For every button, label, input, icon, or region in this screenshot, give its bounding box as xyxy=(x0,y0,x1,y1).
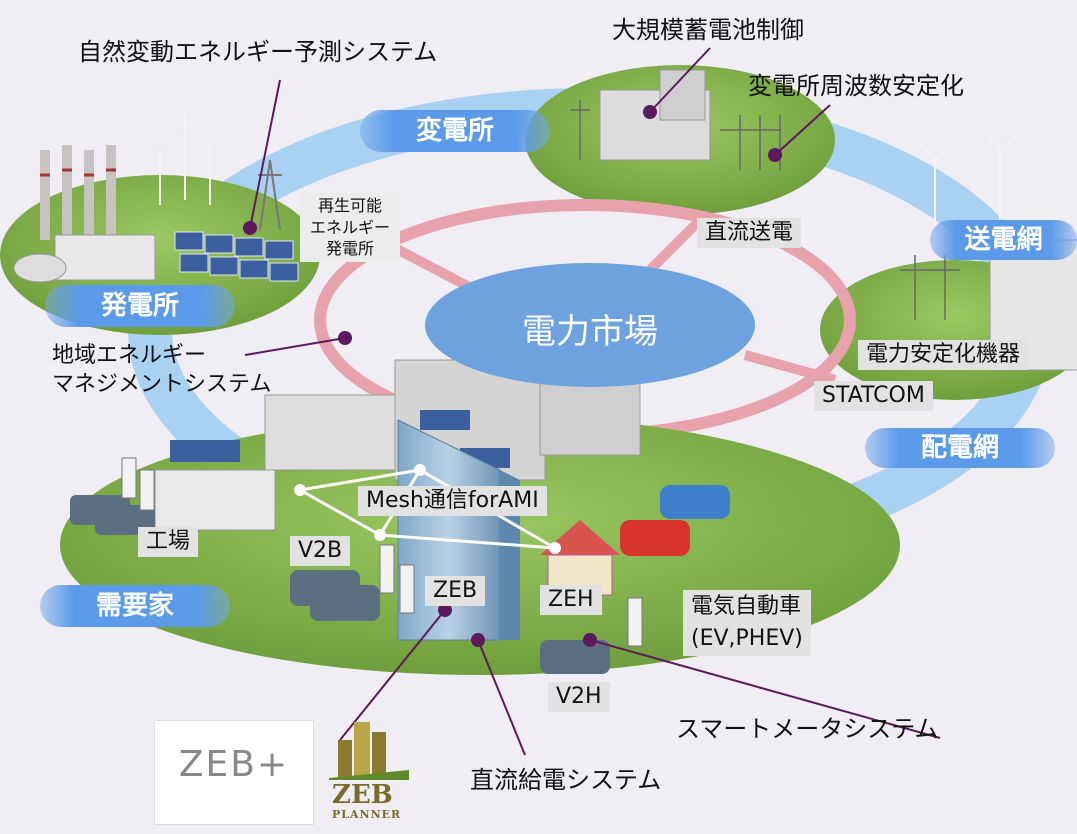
box-renewable-line3: 発電所 xyxy=(325,239,374,259)
label-smart-meter: スマートメータシステム xyxy=(676,715,939,743)
consumer-island xyxy=(60,359,900,675)
pill-transmission: 送電網 xyxy=(930,220,1077,260)
zeb-plus-logo-text: ZEB+ xyxy=(178,744,290,785)
leader-lines xyxy=(244,47,941,756)
zeb-planner-line1: ZEB xyxy=(332,780,393,810)
label-battery-control: 大規模蓄電池制御 xyxy=(612,16,804,44)
box-statcom: STATCOM xyxy=(814,381,933,411)
zeb-planner-line2: PLANNER xyxy=(332,808,402,821)
box-ev-line1: 電気自動車 xyxy=(691,594,802,619)
box-mesh: Mesh通信forAMI xyxy=(358,486,547,516)
box-v2b: V2B xyxy=(290,536,351,566)
pill-power-plant: 発電所 xyxy=(45,285,235,327)
box-renewable-line2: エネルギー xyxy=(309,217,390,237)
box-factory: 工場 xyxy=(138,527,199,557)
pill-substation: 変電所 xyxy=(360,110,550,152)
label-regional-ems-2: マネジメントシステム xyxy=(52,372,272,397)
box-zeh: ZEH xyxy=(540,585,602,615)
zeb-planner-building-mark xyxy=(329,722,409,780)
substation-island xyxy=(525,65,835,215)
label-regional-ems-1: 地域エネルギー xyxy=(52,343,207,368)
box-zeb: ZEB xyxy=(425,576,486,606)
label-dc-supply: 直流給電システム xyxy=(470,766,662,794)
market-label: 電力市場 xyxy=(522,312,658,352)
zeb-planner-logo: ZEB PLANNER xyxy=(324,710,414,828)
leader-dots xyxy=(243,105,782,647)
box-renewable-line1: 再生可能 xyxy=(317,196,382,215)
market-ellipse xyxy=(425,263,755,387)
pill-distribution: 配電網 xyxy=(865,428,1055,468)
box-v2h: V2H xyxy=(548,682,610,712)
box-ev-line2: (EV,PHEV) xyxy=(691,625,803,651)
pill-consumers: 需要家 xyxy=(40,585,230,627)
box-ev: 電気自動車 (EV,PHEV) xyxy=(683,590,811,656)
box-renewable-plant: 再生可能 エネルギー 発電所 xyxy=(300,193,400,262)
label-renewable-forecast: 自然変動エネルギー予測システム xyxy=(78,38,438,66)
box-stabilizer: 電力安定化機器 xyxy=(858,340,1029,370)
zeb-plus-logo: ZEB+ xyxy=(154,720,314,825)
label-frequency-stabilization: 変電所周波数安定化 xyxy=(748,72,964,100)
box-dc-transmission: 直流送電 xyxy=(697,218,802,248)
